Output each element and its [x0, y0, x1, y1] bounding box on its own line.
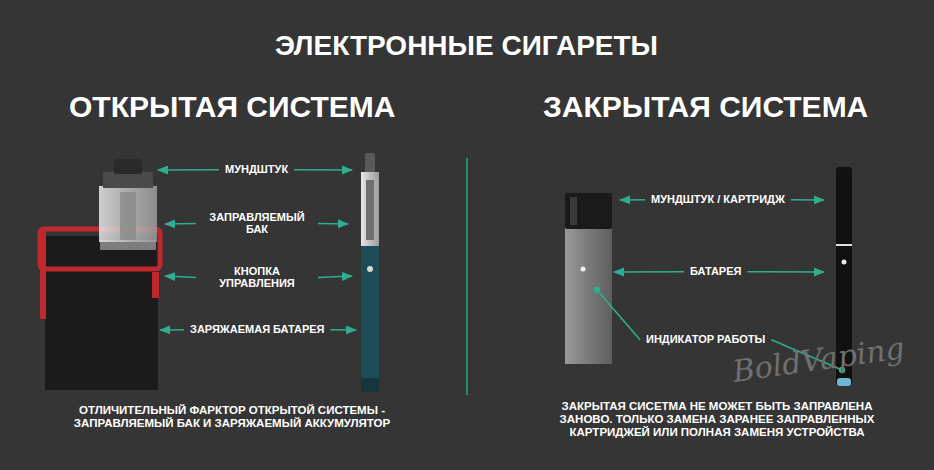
pen-mouthpiece — [365, 153, 375, 173]
leader-line — [331, 329, 356, 331]
part-label: КНОПКА УПРАВЛЕНИЯ — [202, 266, 312, 289]
part-label: ИНДИКАТОР РАБОТЫ — [646, 334, 765, 346]
box-mod-body — [45, 236, 158, 390]
cigalike-band — [836, 244, 852, 246]
part-label: МУНДШТУК — [225, 164, 288, 176]
leader-line — [165, 223, 196, 225]
part-label: ЗАРЯЖАЕМАЯ БАТАРЕЯ — [190, 324, 325, 336]
leader-line — [160, 329, 184, 331]
leader-line — [165, 276, 196, 278]
part-label: ЗАПРАВЛЯЕМЫЙ БАК — [202, 212, 312, 235]
pen-tank-core — [366, 180, 374, 240]
pen-bottom-cap — [361, 378, 379, 392]
part-label: МУНДШТУК / КАРТРИДЖ — [651, 194, 785, 206]
leader-line — [791, 199, 824, 201]
pen-button — [367, 266, 373, 272]
tank-chimney — [120, 192, 136, 240]
section-heading: ОТКРЫТАЯ СИСТЕМА — [69, 91, 395, 123]
leader-line — [597, 290, 640, 340]
leader-line — [747, 271, 824, 273]
page-title: ЭЛЕКТРОННЫЕ СИГАРЕТЫ — [275, 31, 658, 60]
leader-line — [294, 169, 352, 171]
pen-battery — [361, 246, 379, 380]
section-heading: ЗАКРЫТАЯ СИСТЕМА — [543, 91, 868, 123]
cigalike-led-tip — [837, 378, 851, 386]
divider-line — [466, 158, 468, 395]
leader-line — [318, 276, 352, 278]
leader-line — [318, 223, 348, 225]
pod-cartridge-shine — [570, 197, 577, 225]
drip-tip — [114, 159, 142, 174]
leader-line — [620, 199, 645, 201]
box-mod-button — [152, 272, 159, 298]
leader-line — [158, 169, 219, 171]
note-text: ЗАКРЫТАЯ СИСЕТМА НЕ МОЖЕТ БЫТЬ ЗАПРАВЛЕН… — [537, 400, 897, 440]
tank-cap — [103, 172, 153, 188]
leader-line — [614, 271, 684, 273]
cigalike-indicator — [842, 260, 847, 265]
part-label: БАТАРЕЯ — [690, 266, 741, 278]
box-mod-frame-side — [40, 229, 46, 319]
refillable-tank — [99, 186, 157, 242]
pod-cartridge — [565, 193, 612, 229]
note-text: ОТЛИЧИТЕЛЬНЫЙ ФАРКТОР ОТКРЫТОЙ СИСТЕМЫ -… — [67, 404, 397, 430]
pen-tank — [361, 172, 379, 246]
pod-indicator — [581, 267, 586, 272]
